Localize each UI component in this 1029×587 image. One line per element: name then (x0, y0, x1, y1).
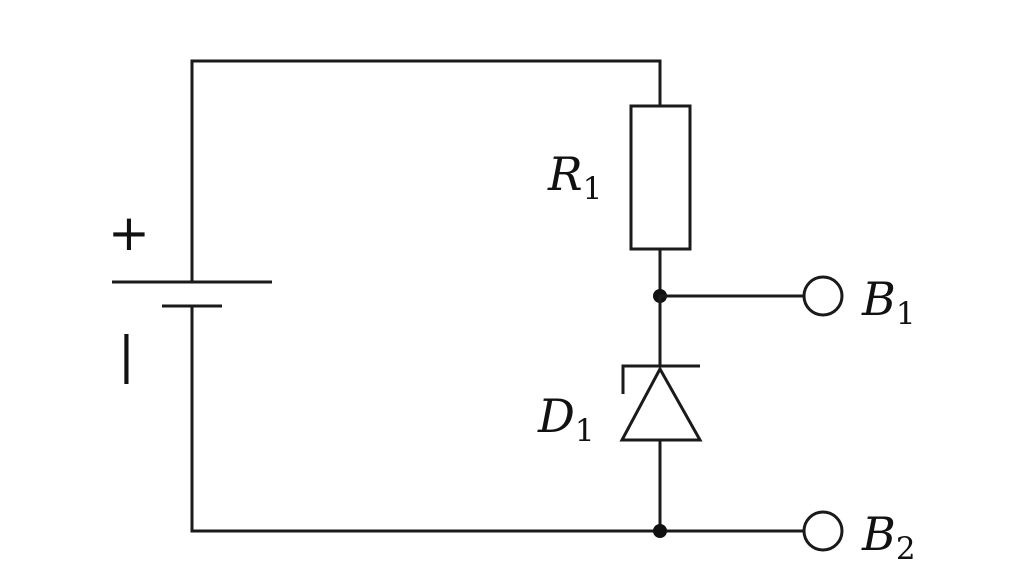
terminal-b1[interactable] (802, 275, 844, 317)
terminal-b2-label: B2 (861, 507, 916, 567)
battery-plus-sign: + (108, 204, 150, 262)
resistor-r1-label: R1 (547, 147, 602, 207)
zener-bar (621, 364, 700, 394)
wire-top-left (190, 59, 662, 284)
battery (112, 280, 272, 308)
diode-d1-label: D1 (537, 389, 595, 449)
zener-diode-d1 (619, 364, 703, 442)
resistor-r1 (629, 104, 692, 251)
wire-bottom (190, 304, 808, 533)
junction-dot-bottom (653, 524, 667, 538)
zener-triangle (619, 365, 703, 442)
terminal-b2[interactable] (802, 510, 844, 552)
terminal-b1-label: B1 (861, 272, 916, 332)
battery-minus-sign: | (118, 326, 135, 384)
